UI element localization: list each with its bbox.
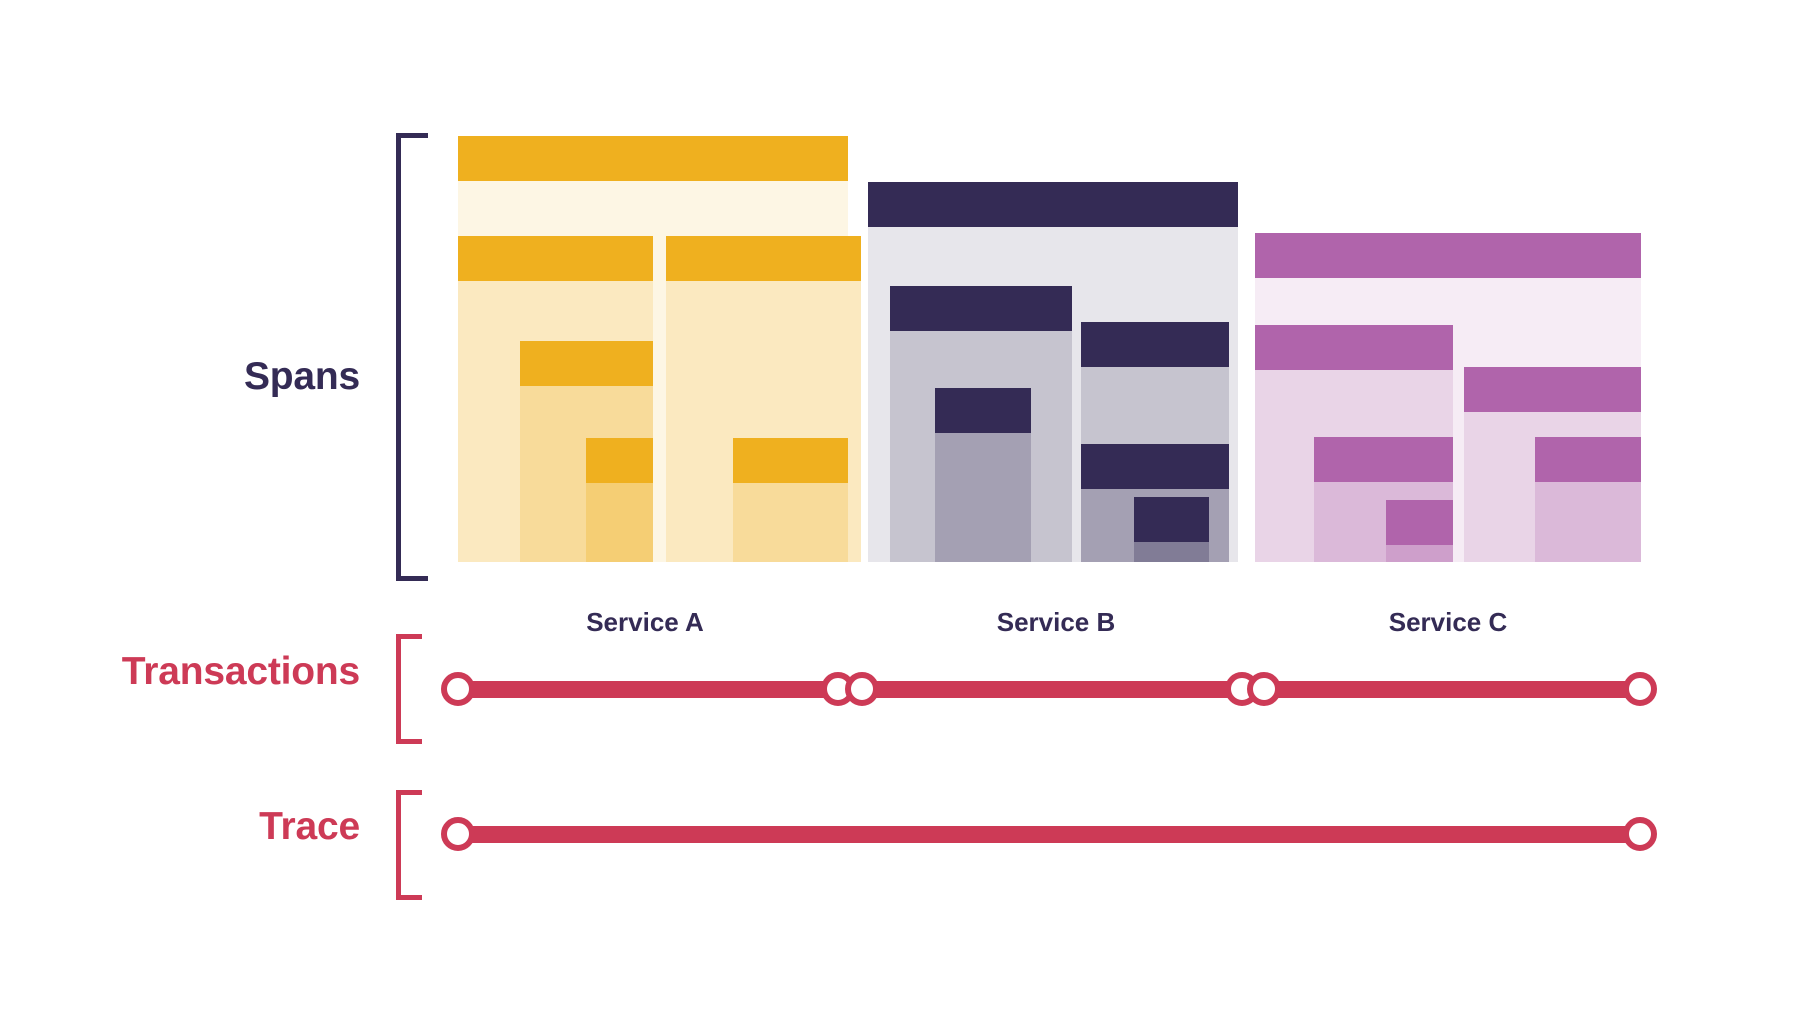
- row-label-transactions: Transactions: [121, 650, 360, 693]
- trace-start-dot[interactable]: [441, 817, 475, 851]
- span-bar[interactable]: [1535, 437, 1641, 562]
- bracket-trace: [396, 790, 422, 900]
- span-header-bar: [1386, 500, 1453, 545]
- trace-end-dot[interactable]: [1623, 817, 1657, 851]
- span-header-bar: [935, 388, 1031, 433]
- span-header-bar: [733, 438, 848, 483]
- trace-bar[interactable]: [458, 826, 1640, 843]
- span-bar[interactable]: [586, 438, 653, 562]
- span-bar[interactable]: [733, 438, 848, 562]
- span-bar[interactable]: [1386, 500, 1453, 562]
- bracket-spans: [396, 133, 428, 581]
- transaction-bar[interactable]: [1264, 681, 1640, 698]
- row-label-trace: Trace: [259, 805, 360, 848]
- transaction-start-dot[interactable]: [1247, 672, 1281, 706]
- span-bar[interactable]: [1314, 437, 1453, 562]
- span-bar[interactable]: [935, 388, 1031, 562]
- spans-region: [458, 136, 1641, 562]
- transaction-bar[interactable]: [862, 681, 1242, 698]
- bracket-transactions: [396, 634, 422, 744]
- service-column-service-b: [868, 182, 1238, 562]
- service-column-service-c: [1255, 233, 1641, 562]
- service-column-service-a: [458, 136, 861, 562]
- service-label-c: Service C: [1388, 607, 1508, 637]
- transaction-start-dot[interactable]: [441, 672, 475, 706]
- service-label-b: Service B: [996, 607, 1116, 637]
- span-header-bar: [666, 236, 861, 281]
- span-header-bar: [1464, 367, 1641, 412]
- span-bar[interactable]: [1134, 497, 1209, 562]
- span-header-bar: [1081, 444, 1229, 489]
- span-header-bar: [1535, 437, 1641, 482]
- span-header-bar: [1314, 437, 1453, 482]
- transaction-start-dot[interactable]: [845, 672, 879, 706]
- span-header-bar: [586, 438, 653, 483]
- span-header-bar: [890, 286, 1072, 331]
- transaction-bar[interactable]: [458, 681, 838, 698]
- row-label-spans: Spans: [243, 355, 360, 398]
- span-header-bar: [520, 341, 653, 386]
- span-header-bar: [1134, 497, 1209, 542]
- trace-timeline: [0, 805, 1800, 865]
- span-header-bar: [458, 236, 653, 281]
- span-header-bar: [1255, 325, 1453, 370]
- service-label-a: Service A: [586, 607, 704, 637]
- span-header-bar: [1255, 233, 1641, 278]
- span-header-bar: [868, 182, 1238, 227]
- transaction-end-dot[interactable]: [1623, 672, 1657, 706]
- span-header-bar: [1081, 322, 1229, 367]
- transactions-timeline: [0, 660, 1800, 720]
- span-header-bar: [458, 136, 848, 181]
